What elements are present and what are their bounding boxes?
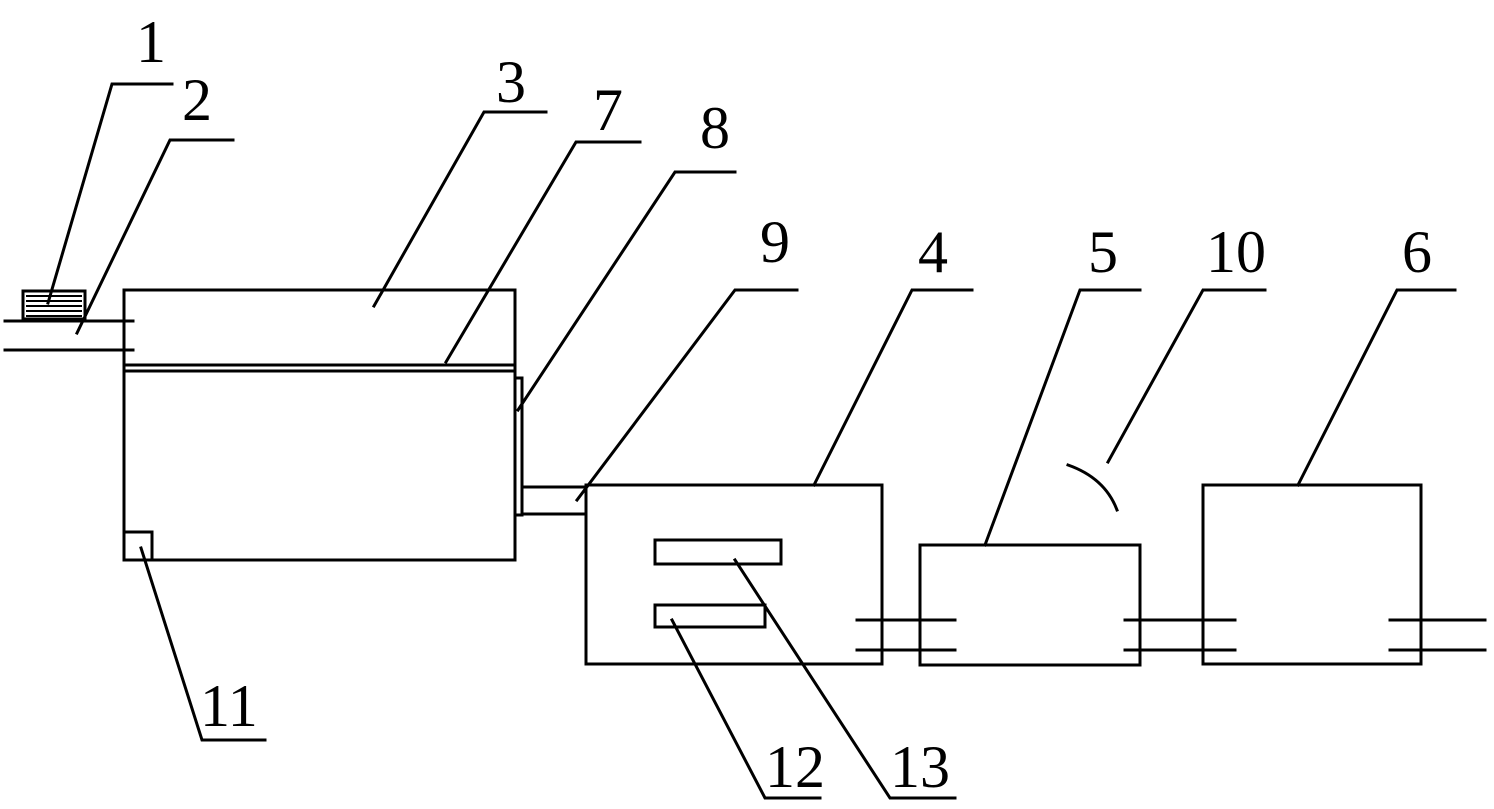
component-2-pipe: [3, 319, 135, 352]
component-1: [21, 289, 87, 321]
label-4: 4: [918, 219, 948, 285]
leader-10: [1105, 288, 1267, 465]
label-11: 11: [200, 673, 258, 739]
pipe-5-to-6: [1123, 618, 1237, 652]
label-6: 6: [1402, 219, 1432, 285]
label-12: 12: [765, 734, 825, 800]
leader-9: [574, 288, 799, 503]
label-8: 8: [700, 95, 730, 161]
leader-7: [443, 140, 642, 365]
component-3-tank: [122, 288, 517, 562]
outlet-pipe: [1388, 618, 1487, 652]
component-10-arc: [1066, 463, 1119, 512]
label-10: 10: [1206, 219, 1266, 285]
pipe-4-to-5: [855, 618, 957, 652]
component-5-box: [918, 543, 1142, 667]
leader-11: [139, 546, 267, 742]
leader-6: [1295, 288, 1457, 488]
leader-12: [669, 617, 822, 800]
component-6-box: [1201, 483, 1423, 666]
label-13: 13: [890, 734, 950, 800]
leader-1: [46, 82, 174, 305]
leader-3: [371, 110, 548, 309]
label-3: 3: [496, 49, 526, 115]
label-2: 2: [182, 67, 212, 133]
label-9: 9: [760, 209, 790, 275]
leader-lines: [46, 82, 1457, 800]
component-12-plate: [653, 603, 767, 629]
leader-13: [732, 557, 957, 800]
component-8-plate: [513, 376, 524, 517]
component-9-pipe: [520, 485, 588, 516]
leader-8: [515, 170, 737, 413]
label-1: 1: [136, 9, 166, 75]
component-13-plate: [653, 538, 783, 566]
label-5: 5: [1088, 219, 1118, 285]
component-4-box: [584, 483, 884, 666]
number-labels: 1 2 3 7 8 9 4 5 10 6 11 12 13: [136, 9, 1432, 800]
leader-5: [983, 288, 1142, 547]
label-7: 7: [593, 77, 623, 143]
component-11-box: [122, 530, 154, 562]
leader-2: [74, 138, 235, 336]
leader-4: [811, 288, 974, 488]
